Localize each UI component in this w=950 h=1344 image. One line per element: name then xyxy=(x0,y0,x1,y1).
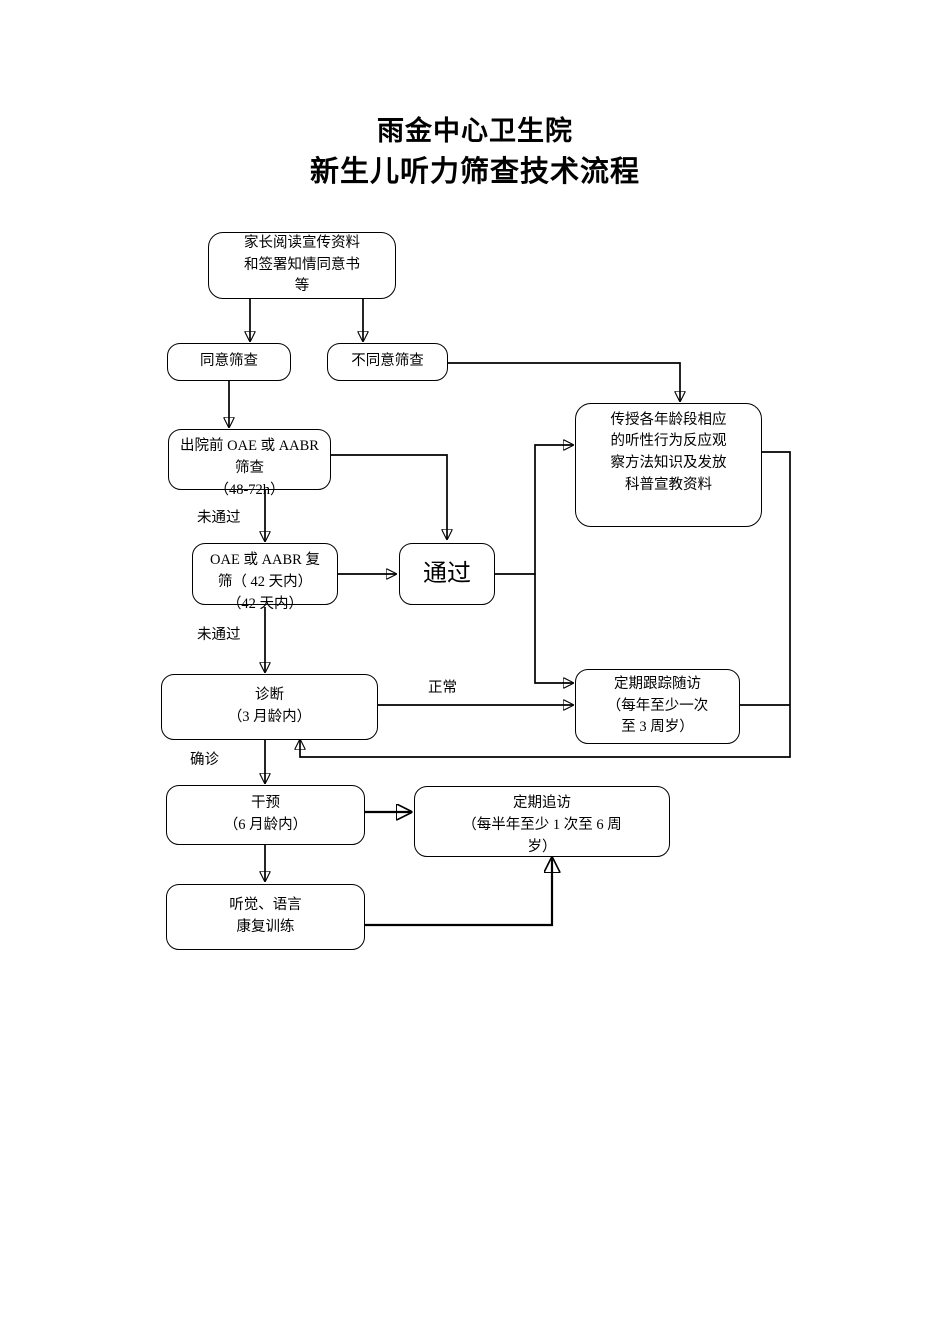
title-line-subject: 新生儿听力筛查技术流程 xyxy=(309,156,640,189)
node-diagnosis[interactable]: 诊断 （3 月龄内） xyxy=(161,674,378,740)
node-education-materials-label: 传授各年龄段相应 的听性行为反应观 察方法知识及发放 科普宣教资料 xyxy=(610,411,727,493)
node-passed-label: 通过 xyxy=(423,561,471,587)
wire-passed-to-education xyxy=(495,445,573,575)
title-line-organization: 雨金中心卫生院 xyxy=(377,116,573,146)
node-passed[interactable]: 通过 xyxy=(399,543,495,605)
edge-label-normal: 正常 xyxy=(428,680,457,696)
node-diagnosis-label: 诊断 （3 月龄内） xyxy=(227,687,312,725)
page-title: 雨金中心卫生院 新生儿听力筛查技术流程 xyxy=(0,112,950,193)
node-agree-screening[interactable]: 同意筛查 xyxy=(167,343,291,381)
node-consent-info[interactable]: 家长阅读宣传资料 和签署知情同意书 等 xyxy=(208,232,396,299)
edge-label-not-passed-1: 未通过 xyxy=(197,510,241,526)
node-rehab-training-label: 听觉、语言 康复训练 xyxy=(229,897,302,935)
node-rehab-training[interactable]: 听觉、语言 康复训练 xyxy=(166,884,365,950)
wire-predischarge-to-passed xyxy=(330,454,447,539)
node-education-materials[interactable]: 传授各年龄段相应 的听性行为反应观 察方法知识及发放 科普宣教资料 xyxy=(575,403,762,527)
node-agree-screening-label: 同意筛查 xyxy=(200,353,258,370)
node-intervention-label: 干预 （6 月龄内） xyxy=(223,795,308,833)
node-rescreening-label: OAE 或 AABR 复 筛（ 42 天内） （42 天内） xyxy=(210,552,320,612)
node-periodic-revisit-label: 定期追访 （每半年至少 1 次至 6 周 岁） xyxy=(462,795,622,855)
edge-label-not-passed-2: 未通过 xyxy=(197,627,241,643)
wire-refuse-to-education xyxy=(448,362,680,401)
node-rescreening[interactable]: OAE 或 AABR 复 筛（ 42 天内） （42 天内） xyxy=(192,543,338,612)
node-consent-info-label: 家长阅读宣传资料 和签署知情同意书 等 xyxy=(244,234,360,295)
node-periodic-followup-label: 定期跟踪随访 （每年至少一次 至 3 周岁） xyxy=(606,675,709,736)
edge-label-confirmed: 确诊 xyxy=(190,752,219,768)
node-predischarge-screening[interactable]: 出院前 OAE 或 AABR 筛查 （48-72h） xyxy=(168,429,331,498)
node-refuse-screening[interactable]: 不同意筛查 xyxy=(327,343,448,381)
node-intervention[interactable]: 干预 （6 月龄内） xyxy=(166,785,365,845)
wire-passed-to-followup xyxy=(534,574,573,683)
node-periodic-revisit[interactable]: 定期追访 （每半年至少 1 次至 6 周 岁） xyxy=(414,786,670,857)
node-periodic-followup[interactable]: 定期跟踪随访 （每年至少一次 至 3 周岁） xyxy=(575,669,740,744)
node-predischarge-screening-label: 出院前 OAE 或 AABR 筛查 （48-72h） xyxy=(180,438,319,498)
wire-rehab-to-revisit xyxy=(365,858,552,927)
node-refuse-screening-label: 不同意筛查 xyxy=(351,353,424,370)
